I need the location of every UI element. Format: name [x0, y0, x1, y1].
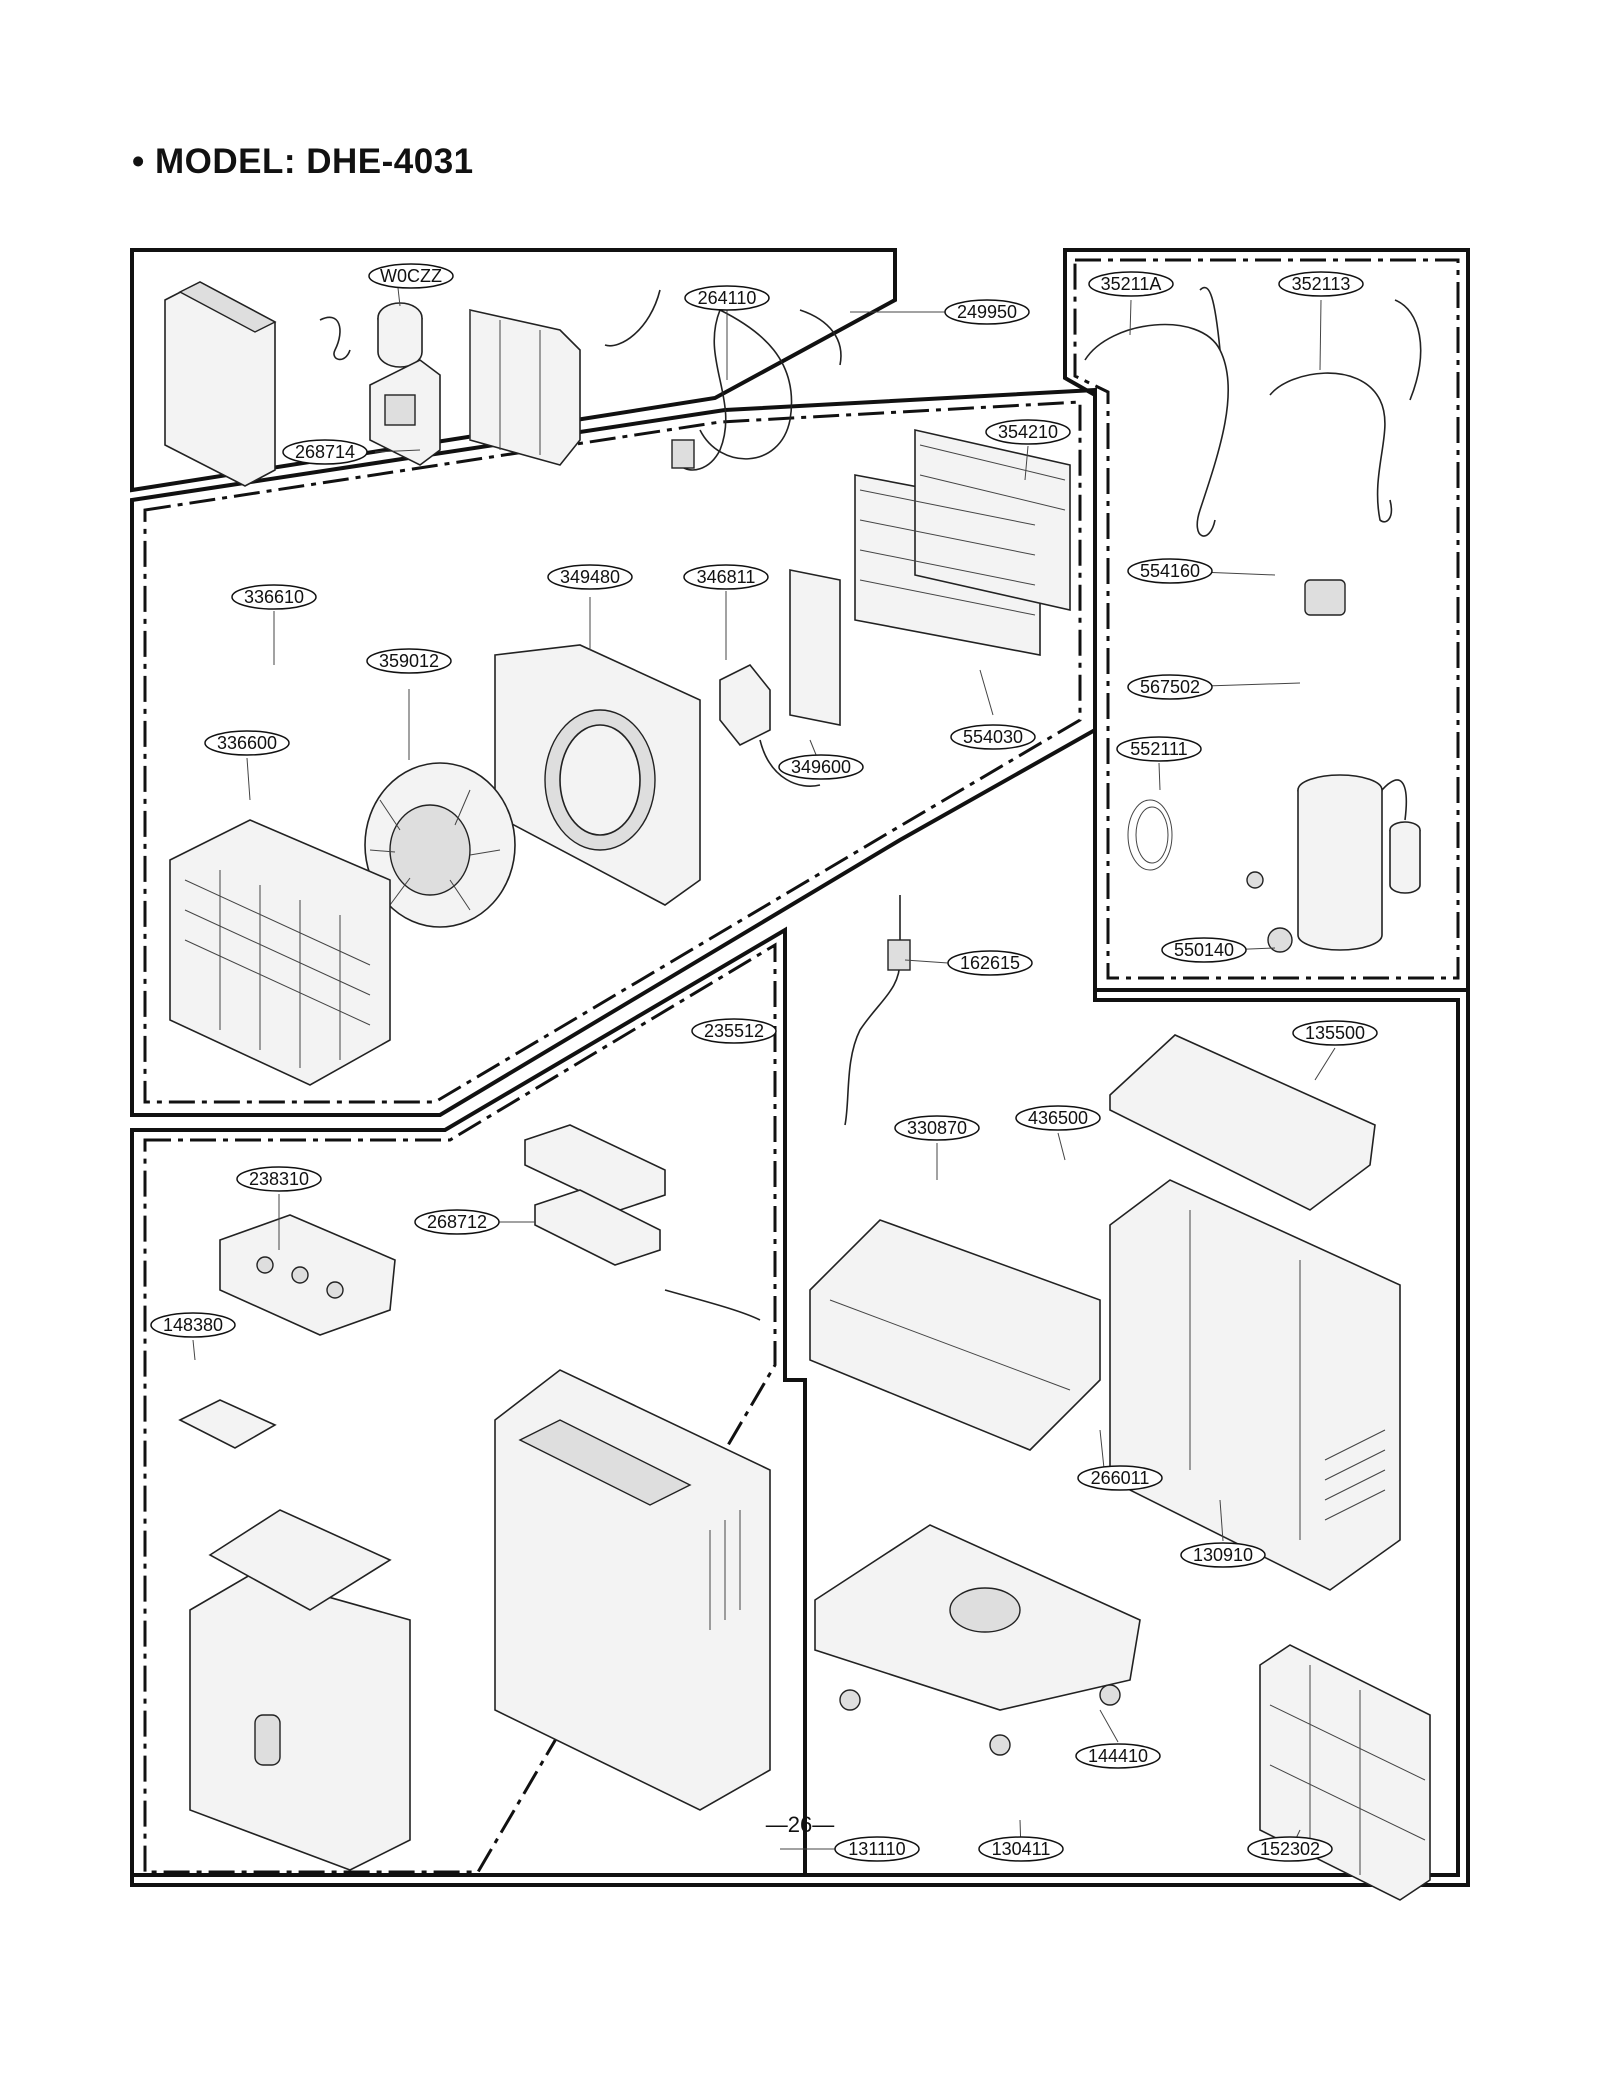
callout-label: 152302: [1260, 1839, 1320, 1859]
power-cord-part: [604, 289, 842, 471]
callout-268712: 268712: [414, 1209, 500, 1235]
callout-554160: 554160: [1127, 558, 1213, 584]
callout-266011: 266011: [1077, 1465, 1163, 1491]
callout-235512: 235512: [691, 1018, 777, 1044]
callout-264110: 264110: [684, 285, 770, 311]
callout-label: 354210: [998, 422, 1058, 442]
callout-label: 131110: [848, 1839, 905, 1859]
callout-249950: 249950: [944, 299, 1030, 325]
top-cover-part: [1109, 1034, 1376, 1211]
side-cover-part: [164, 281, 277, 487]
callout-552111: 552111: [1116, 736, 1202, 762]
callout-349600: 349600: [778, 754, 864, 780]
callout-label: 235512: [704, 1021, 764, 1041]
callout-359012: 359012: [366, 648, 452, 674]
capacitor-part: [319, 302, 423, 368]
callout-152302: 152302: [1247, 1836, 1333, 1862]
callout-label: 268712: [427, 1212, 487, 1232]
callout-label: 249950: [957, 302, 1017, 322]
callout-label: 238310: [249, 1169, 309, 1189]
callout-238310: 238310: [236, 1166, 322, 1192]
callout-label: 554160: [1140, 561, 1200, 581]
callout-label: 436500: [1028, 1108, 1088, 1128]
callout-35211A: 35211A: [1088, 271, 1174, 297]
callout-268714: 268714: [282, 439, 368, 465]
blower-wheel-part: [364, 762, 516, 928]
callout-label: 336600: [217, 733, 277, 753]
callout-label: 330870: [907, 1118, 967, 1138]
callout-label: 144410: [1088, 1746, 1148, 1766]
callout-label: 567502: [1140, 677, 1200, 697]
callout-W0CZZ: W0CZZ: [368, 263, 454, 289]
callout-436500: 436500: [1015, 1105, 1101, 1131]
callout-label: 349480: [560, 567, 620, 587]
callout-336600: 336600: [204, 730, 290, 756]
drain-tray-part: [809, 1219, 1101, 1451]
part-callouts: W0CZZ 264110 249950 268714 35211A 352113…: [150, 263, 1378, 1862]
compressor-part: [1127, 579, 1421, 953]
base-pan-part: [814, 1524, 1141, 1756]
callout-352113: 352113: [1278, 271, 1364, 297]
callout-567502: 567502: [1127, 674, 1213, 700]
display-pcb-part: [524, 1124, 761, 1321]
callout-349480: 349480: [547, 564, 633, 590]
callout-130411: 130411: [978, 1836, 1064, 1862]
condenser-coil-part: [854, 428, 1071, 656]
callout-label: 266011: [1091, 1468, 1150, 1488]
callout-label: 552111: [1130, 739, 1187, 759]
sensor-harness-part: [844, 895, 911, 1126]
callout-550140: 550140: [1161, 937, 1247, 963]
callout-label: 264110: [698, 288, 757, 308]
callout-label: 352113: [1292, 274, 1351, 294]
callout-label: W0CZZ: [380, 266, 442, 286]
callout-148380: 148380: [150, 1312, 236, 1338]
callout-336610: 336610: [231, 584, 317, 610]
callout-label: 148380: [163, 1315, 223, 1335]
callout-label: 336610: [244, 587, 304, 607]
callout-354210: 354210: [985, 419, 1071, 445]
control-panel-part: [219, 1214, 396, 1336]
fan-housing-part: [494, 644, 701, 906]
callout-144410: 144410: [1075, 1743, 1161, 1769]
air-guide-part: [169, 819, 391, 1086]
callout-label: 554030: [963, 727, 1023, 747]
callout-label: 359012: [379, 651, 439, 671]
callout-label: 349600: [791, 757, 851, 777]
callout-label: 268714: [295, 442, 355, 462]
callout-135500: 135500: [1292, 1020, 1378, 1046]
callout-131110: 131110: [834, 1836, 920, 1862]
front-panel-part: [494, 1369, 771, 1811]
page-title: • MODEL: DHE-4031: [132, 142, 474, 181]
water-bucket-part: [178, 1399, 411, 1871]
callout-label: 130910: [1193, 1545, 1253, 1565]
callout-label: 346811: [697, 567, 756, 587]
callout-130910: 130910: [1180, 1542, 1266, 1568]
cabinet-part: [1109, 1179, 1401, 1591]
callout-346811: 346811: [683, 564, 769, 590]
fan-motor-part: [719, 569, 841, 787]
section-frames: [130, 248, 1470, 1887]
callout-label: 35211A: [1101, 274, 1162, 294]
page-number: —26—: [765, 1812, 835, 1837]
callout-label: 135500: [1305, 1023, 1365, 1043]
tube-assembly-part: [1084, 286, 1422, 537]
control-box-part: [369, 309, 581, 466]
callout-162615: 162615: [947, 950, 1033, 976]
callout-label: 130411: [992, 1839, 1051, 1859]
callout-label: 162615: [960, 953, 1020, 973]
air-filter-part: [1259, 1644, 1431, 1901]
callout-label: 550140: [1174, 940, 1234, 960]
callout-554030: 554030: [950, 724, 1036, 750]
callout-330870: 330870: [894, 1115, 980, 1141]
